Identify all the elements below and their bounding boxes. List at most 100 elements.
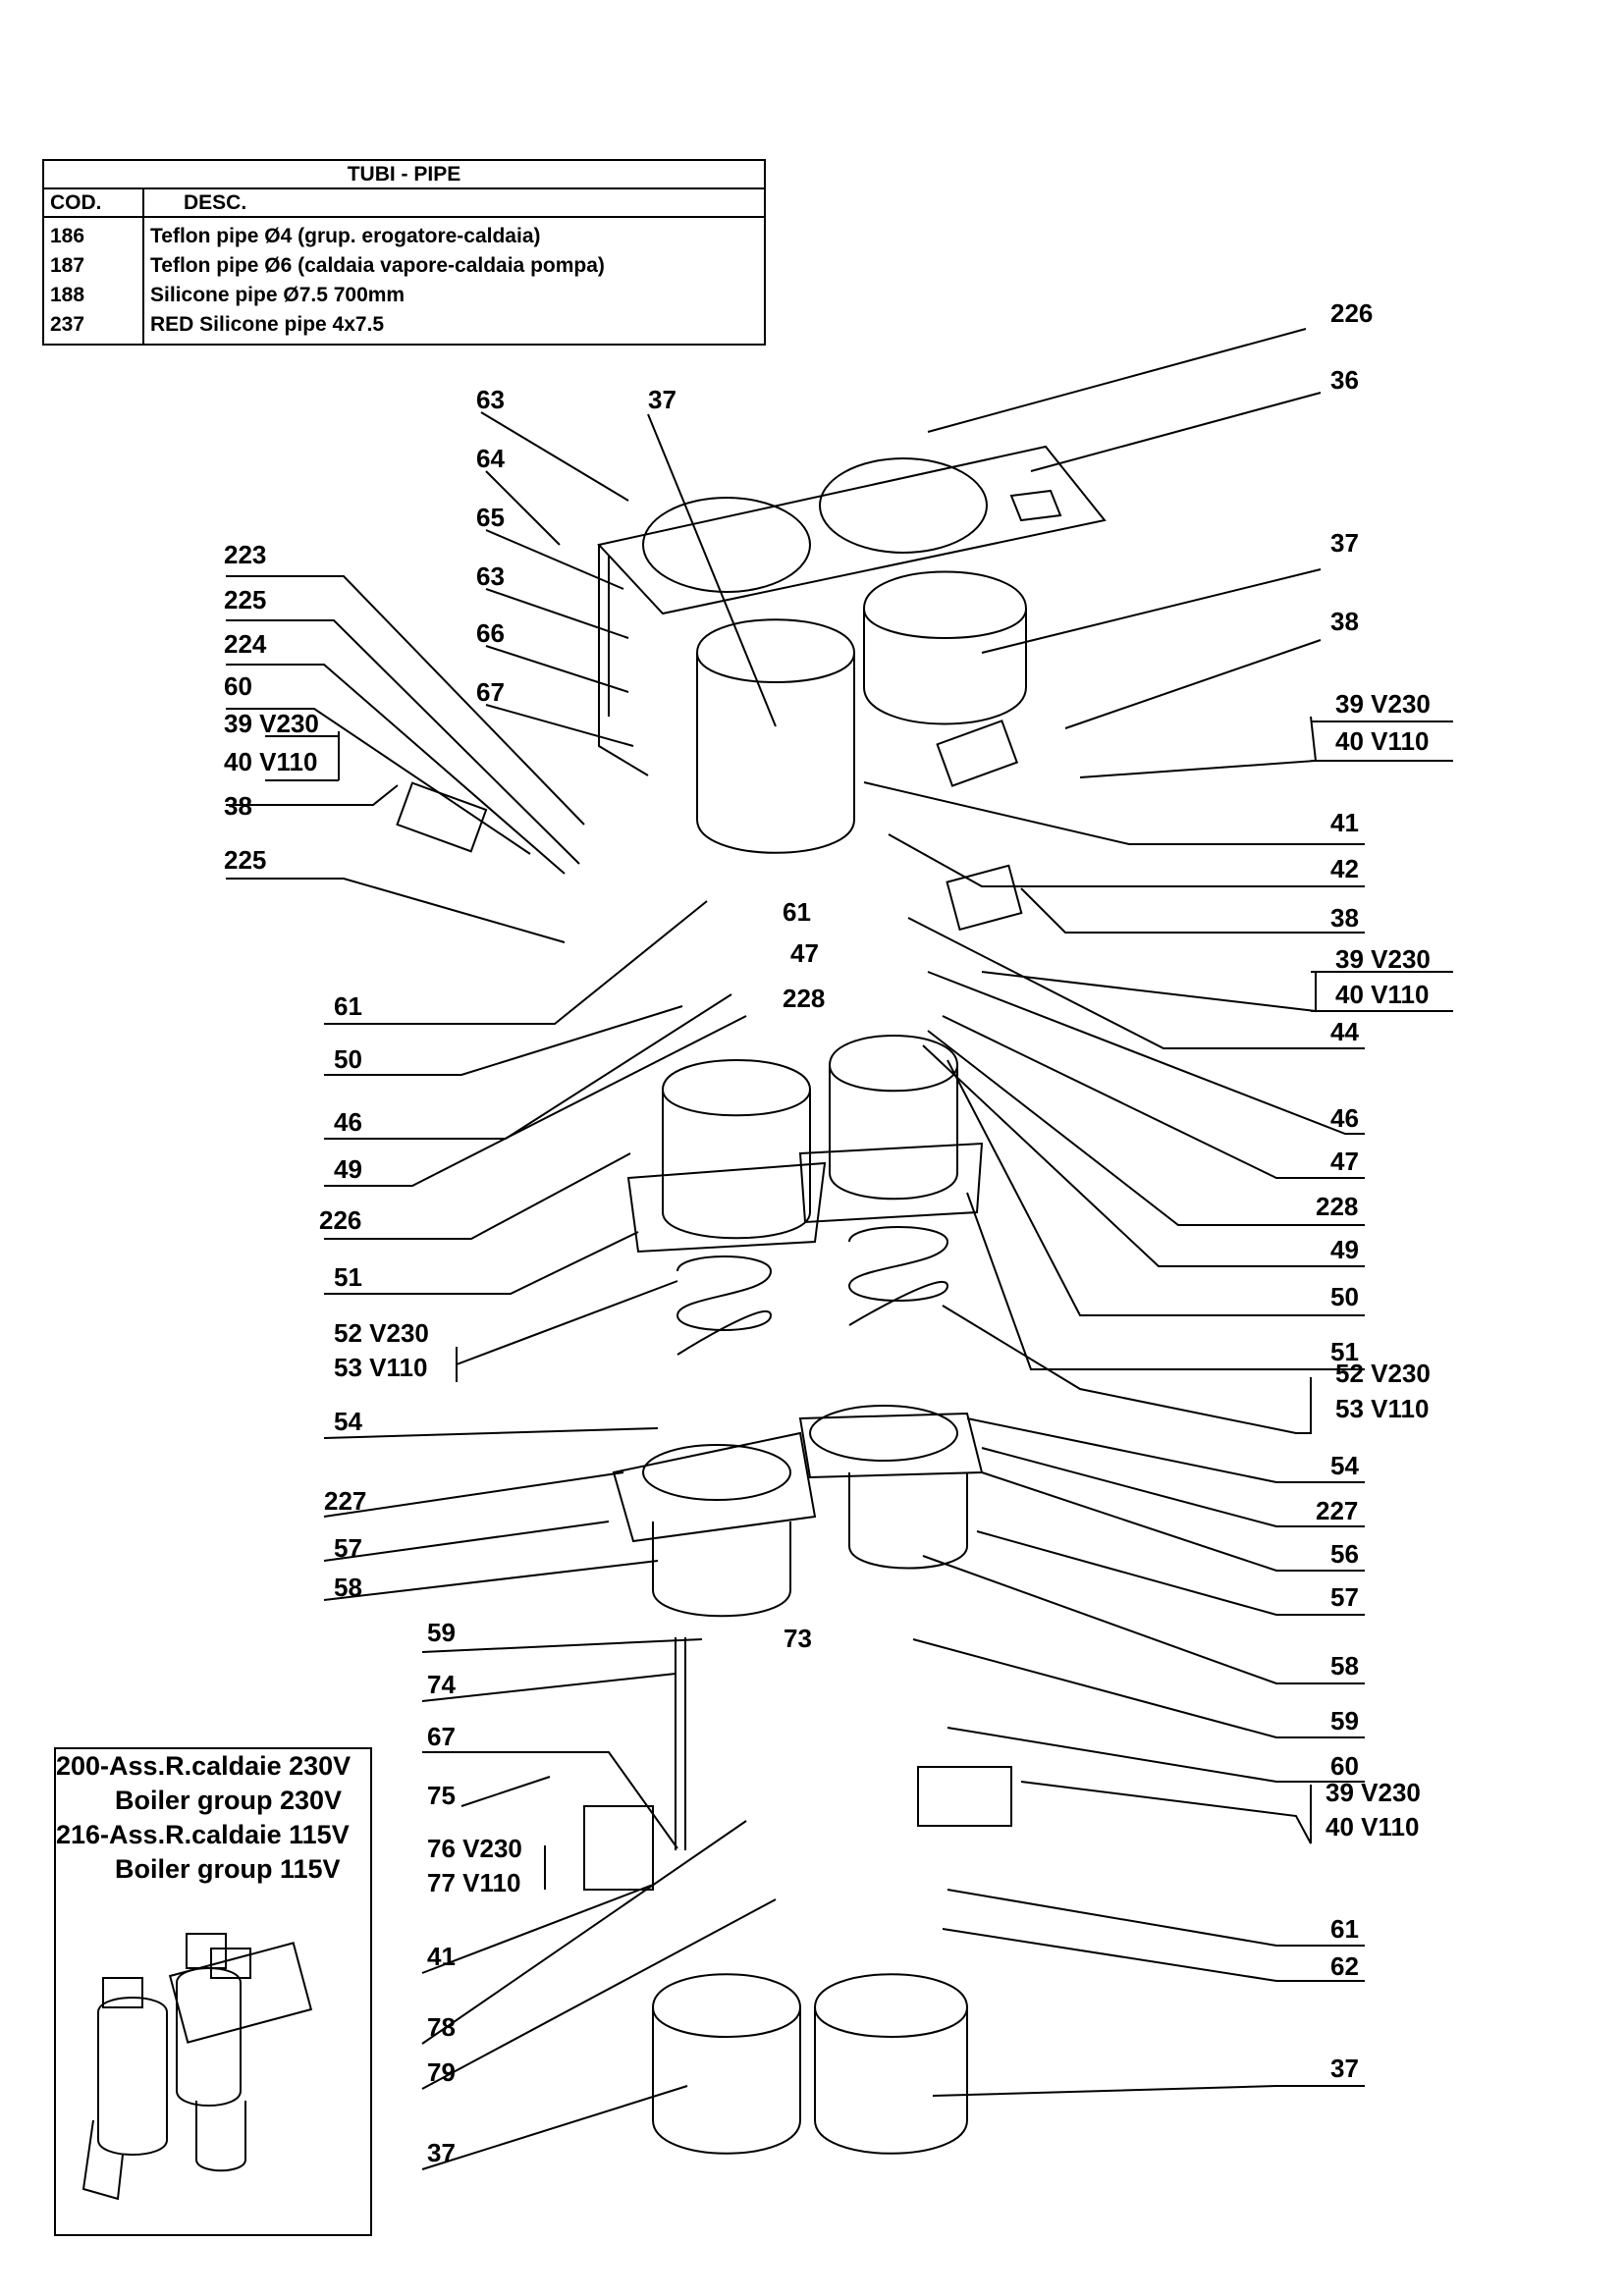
- label-61: 61: [334, 991, 362, 1021]
- label-46: 46: [334, 1107, 362, 1137]
- label-51: 51: [1330, 1337, 1359, 1366]
- top-valve-left: [396, 781, 488, 853]
- row-code: 188: [42, 281, 144, 310]
- mid-valve-right: [946, 864, 1023, 932]
- label-39: 39 V230: [1335, 689, 1431, 719]
- label-59: 59: [427, 1618, 456, 1647]
- label-57: 57: [334, 1533, 362, 1563]
- assembly-thumbnail: [81, 1933, 313, 2201]
- label-75: 75: [427, 1781, 456, 1810]
- assembly-box: 200-Ass.R.caldaie 230V Boiler group 230V…: [54, 1747, 372, 2236]
- lower-valve-left: [583, 1805, 654, 1891]
- label-37: 37: [1330, 528, 1359, 558]
- label-225: 225: [224, 845, 266, 875]
- label-227: 227: [1316, 1496, 1358, 1525]
- label-61: 61: [783, 897, 811, 927]
- pipe-table-title: TUBI - PIPE: [42, 159, 766, 189]
- label-57: 57: [1330, 1582, 1359, 1612]
- flange-right: [798, 1142, 984, 1224]
- lower-flange-right: [798, 1412, 984, 1479]
- row-desc: Teflon pipe Ø6 (caldaia vapore-caldaia p…: [142, 251, 766, 281]
- label-61: 61: [1330, 1914, 1359, 1944]
- label-46: 46: [1330, 1103, 1359, 1133]
- row-desc: Teflon pipe Ø4 (grup. erogatore-caldaia): [142, 217, 766, 251]
- sleeve-bottom-left: [652, 1973, 801, 2155]
- label-59: 59: [1330, 1706, 1359, 1735]
- label-53: 53 V110: [1335, 1394, 1429, 1423]
- label-38: 38: [224, 791, 252, 821]
- label-226: 226: [1330, 298, 1373, 328]
- header-desc: DESC.: [142, 187, 766, 218]
- label-41: 41: [1330, 808, 1359, 837]
- row-code: 186: [42, 217, 144, 251]
- label-41: 41: [427, 1942, 456, 1971]
- label-38: 38: [1330, 607, 1359, 636]
- label-42: 42: [1330, 854, 1359, 883]
- part-labels: 226 36 63 37 64 65 63 66 67 37 38 39 V23…: [224, 298, 1431, 2167]
- label-47: 47: [790, 938, 819, 968]
- label-60: 60: [224, 671, 252, 701]
- label-39: 39 V230: [1325, 1778, 1421, 1807]
- label-56: 56: [1330, 1539, 1359, 1569]
- row-code: 237: [42, 310, 144, 345]
- label-40: 40 V110: [224, 747, 317, 776]
- label-50: 50: [334, 1044, 362, 1074]
- label-37: 37: [427, 2138, 456, 2167]
- label-62: 62: [1330, 1951, 1359, 1981]
- heating-coil-right: [847, 1226, 949, 1326]
- lower-flange-left: [612, 1431, 817, 1543]
- label-58: 58: [334, 1573, 362, 1602]
- top-valve-right: [936, 720, 1019, 787]
- label-54: 54: [334, 1407, 362, 1436]
- label-36: 36: [1330, 365, 1359, 395]
- plate-hole-left: [642, 497, 811, 593]
- label-51: 51: [334, 1262, 362, 1292]
- label-63: 63: [476, 561, 505, 591]
- sleeve-top-right: [863, 570, 1027, 725]
- label-52: 52 V230: [334, 1318, 429, 1348]
- top-plate-drawing: [597, 445, 1107, 776]
- label-49: 49: [1330, 1235, 1359, 1264]
- label-39: 39 V230: [224, 709, 319, 738]
- label-77: 77 V110: [427, 1868, 520, 1897]
- label-74: 74: [427, 1670, 456, 1699]
- label-58: 58: [1330, 1651, 1359, 1681]
- label-67: 67: [427, 1722, 456, 1751]
- label-37: 37: [648, 385, 676, 414]
- label-53: 53 V110: [334, 1353, 427, 1382]
- assembly-line: 216-Ass.R.caldaie 115V: [56, 1820, 350, 1849]
- label-47: 47: [1330, 1147, 1359, 1176]
- flange-left: [626, 1161, 827, 1254]
- row-desc: RED Silicone pipe 4x7.5: [142, 310, 766, 345]
- label-40: 40 V110: [1335, 980, 1429, 1009]
- label-40: 40 V110: [1325, 1812, 1419, 1842]
- label-76: 76 V230: [427, 1834, 522, 1863]
- assembly-line: Boiler group 230V: [115, 1786, 343, 1815]
- label-225: 225: [224, 585, 266, 614]
- label-39: 39 V230: [1335, 944, 1431, 974]
- lower-boiler-left: [652, 1522, 791, 1618]
- label-40: 40 V110: [1335, 726, 1429, 756]
- tube-74: [675, 1637, 686, 1850]
- sleeve-top-left: [696, 618, 855, 854]
- label-52: 52 V230: [1335, 1359, 1431, 1388]
- label-63: 63: [476, 385, 505, 414]
- label-64: 64: [476, 444, 505, 473]
- label-224: 224: [224, 629, 267, 659]
- row-code: 187: [42, 251, 144, 281]
- label-49: 49: [334, 1154, 362, 1184]
- label-54: 54: [1330, 1451, 1359, 1480]
- label-38: 38: [1330, 903, 1359, 933]
- assembly-line: Boiler group 115V: [115, 1854, 341, 1884]
- label-66: 66: [476, 618, 505, 648]
- label-227: 227: [324, 1486, 366, 1516]
- row-desc: Silicone pipe Ø7.5 700mm: [142, 281, 766, 310]
- heating-coil-left: [676, 1255, 773, 1356]
- boiler-left-top: [662, 1059, 811, 1240]
- boiler-right-top: [829, 1035, 958, 1201]
- plate-hole-right: [819, 457, 988, 554]
- label-67: 67: [476, 677, 505, 707]
- label-44: 44: [1330, 1017, 1359, 1046]
- label-37: 37: [1330, 2054, 1359, 2083]
